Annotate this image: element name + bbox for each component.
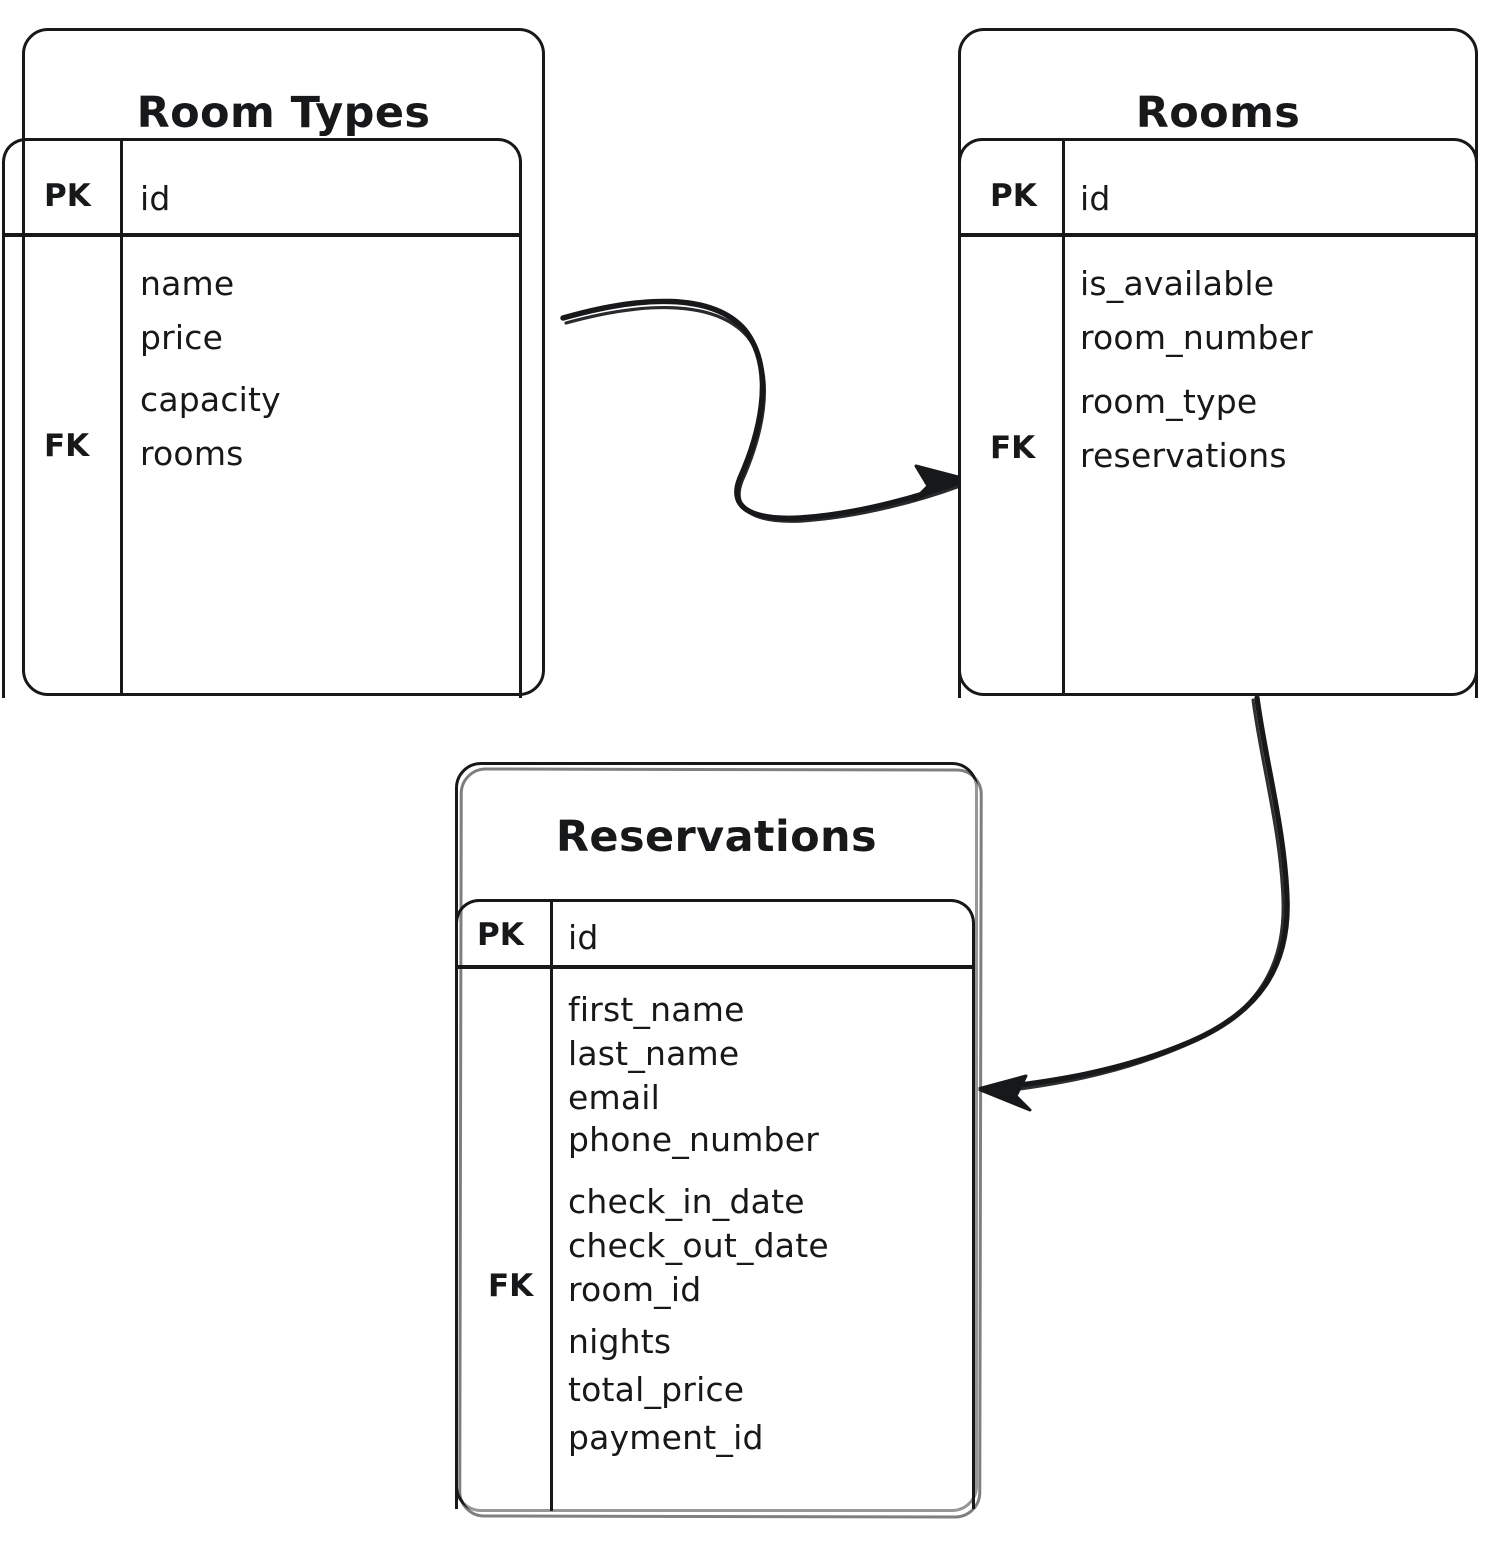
field-reservations-4: check_in_date <box>568 1182 805 1221</box>
fk-label-room-types: FK <box>44 428 90 464</box>
field-reservations-6: room_id <box>568 1270 702 1309</box>
relationship-rooms-to-reservations <box>976 695 1290 1112</box>
entity-rooms[interactable]: Rooms PK FK id is_available room_number … <box>958 28 1478 698</box>
pk-label-reservations: PK <box>477 917 524 953</box>
field-room-types-1: price <box>140 318 224 357</box>
field-rooms-2: room_type <box>1080 382 1258 421</box>
entity-body-panel <box>2 138 522 698</box>
fk-label-reservations: FK <box>488 1268 534 1304</box>
pk-separator-line <box>958 233 1478 237</box>
entity-body-panel <box>455 899 975 1509</box>
entity-title-rooms: Rooms <box>1135 88 1301 138</box>
field-reservations-pk: id <box>568 918 599 957</box>
field-reservations-2: email <box>568 1078 661 1117</box>
field-rooms-1: room_number <box>1080 318 1313 357</box>
pk-label-rooms: PK <box>990 178 1037 214</box>
field-reservations-9: payment_id <box>568 1418 764 1457</box>
key-column-divider <box>550 899 553 1511</box>
field-room-types-0: name <box>140 264 235 303</box>
field-room-types-pk: id <box>140 179 171 218</box>
field-room-types-2: capacity <box>140 380 281 419</box>
pk-label-room-types: PK <box>44 178 91 214</box>
key-column-divider <box>1062 138 1065 696</box>
field-reservations-7: nights <box>568 1322 672 1361</box>
field-rooms-3: reservations <box>1080 436 1287 475</box>
field-reservations-0: first_name <box>568 990 745 1029</box>
arrowhead-icon <box>912 464 964 502</box>
field-reservations-1: last_name <box>568 1034 740 1073</box>
fk-label-rooms: FK <box>990 430 1036 466</box>
key-column-divider <box>120 138 123 696</box>
field-reservations-8: total_price <box>568 1370 745 1409</box>
entity-title-reservations: Reservations <box>555 812 878 862</box>
relationship-room-types-to-rooms <box>560 298 964 523</box>
field-room-types-3: rooms <box>140 434 244 473</box>
field-rooms-pk: id <box>1080 179 1111 218</box>
field-rooms-0: is_available <box>1080 264 1275 303</box>
entity-reservations[interactable]: Reservations PK FK id first_name last_na… <box>455 762 983 1519</box>
entity-body-panel <box>958 138 1478 698</box>
field-reservations-5: check_out_date <box>568 1226 829 1265</box>
entity-title-room-types: Room Types <box>136 88 431 138</box>
pk-separator-line <box>455 965 975 969</box>
arrowhead-icon <box>976 1074 1032 1112</box>
pk-separator-line <box>2 233 522 237</box>
entity-room-types[interactable]: Room Types PK FK id name price capacity … <box>2 28 545 698</box>
field-reservations-3: phone_number <box>568 1120 819 1159</box>
